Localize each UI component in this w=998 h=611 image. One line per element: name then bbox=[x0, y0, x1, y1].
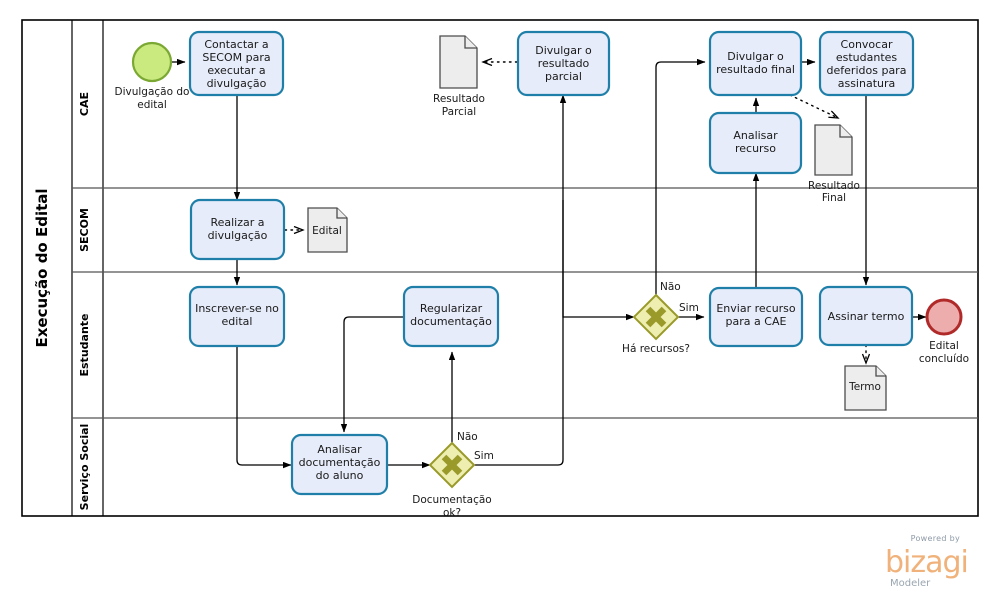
task-regularizar-box[interactable] bbox=[402, 285, 500, 348]
start-event-divulgacao-edital[interactable]: Divulgação do edital bbox=[115, 41, 190, 111]
lane-title-cae: CAE bbox=[78, 92, 91, 116]
task-divulgar-parcial-line3: parcial bbox=[545, 70, 582, 83]
gateway-ha-recursos[interactable]: Há recursos? Não Sim bbox=[622, 281, 699, 355]
pool-container: Execução do Edital CAE SECOM Estudante S… bbox=[21, 19, 979, 517]
task-contactar-secom-line2: SECOM para bbox=[202, 51, 270, 64]
task-analisar-doc-line3: do aluno bbox=[316, 469, 364, 482]
task-analisar-doc-line2: documentação bbox=[299, 456, 381, 469]
end-event-label-line2: concluído bbox=[919, 353, 969, 365]
task-contactar-secom[interactable]: Contactar a SECOM para executar a divulg… bbox=[188, 30, 285, 97]
task-divulgar-final-box[interactable] bbox=[708, 30, 803, 97]
task-realizar-line1: Realizar a bbox=[210, 216, 264, 229]
task-inscrever-se-no-edital[interactable]: Inscrever-se no edital bbox=[188, 285, 286, 348]
end-event-label-line1: Edital bbox=[929, 340, 959, 352]
pool-frame bbox=[21, 19, 979, 517]
task-regularizar-documentacao[interactable]: Regularizar documentação bbox=[402, 285, 500, 348]
task-enviar-recurso-cae[interactable]: Enviar recurso para a CAE bbox=[708, 286, 804, 348]
flow-label-recursos-sim: Sim bbox=[679, 302, 699, 314]
end-event-circle[interactable] bbox=[925, 298, 963, 336]
task-realizar-line2: divulgação bbox=[208, 229, 268, 242]
tasks: Contactar a SECOM para executar a divulg… bbox=[188, 30, 915, 496]
task-analisar-recurso-line2: recurso bbox=[735, 142, 776, 155]
start-event-label-line2: edital bbox=[137, 99, 167, 111]
flow-connections bbox=[171, 58, 927, 469]
task-convocar-line2: estudantes bbox=[836, 51, 898, 64]
flow-label-recursos-nao: Não bbox=[660, 281, 681, 293]
flow-label-documentacao-nao: Não bbox=[457, 431, 478, 443]
flow-gw-recursos-nao-to-divulgar-final bbox=[655, 58, 706, 296]
task-contactar-secom-line1: Contactar a bbox=[204, 38, 268, 51]
document-resultado-final-label-line1: Resultado bbox=[808, 180, 860, 192]
flow-regularizar-to-analisar-doc bbox=[340, 316, 403, 433]
lane-title-estudante: Estudante bbox=[78, 314, 91, 377]
gateways: Documentação ok? Não Sim Há recursos? Nã… bbox=[412, 281, 699, 519]
flow-inscrever-to-analisar-doc bbox=[236, 345, 292, 469]
task-analisar-doc-line1: Analisar bbox=[317, 443, 362, 456]
task-divulgar-parcial-box[interactable] bbox=[516, 30, 611, 97]
task-regularizar-line2: documentação bbox=[410, 315, 492, 328]
flow-gw-doc-sim-to-divulgar-parcial bbox=[474, 94, 567, 466]
lane-title-secom: SECOM bbox=[78, 208, 91, 252]
branding-powered-by: Powered by bbox=[911, 534, 960, 543]
flow-label-documentacao-sim: Sim bbox=[474, 450, 494, 462]
start-event-label-line1: Divulgação do bbox=[115, 86, 190, 98]
task-convocar-estudantes-box[interactable] bbox=[818, 30, 915, 97]
document-resultado-final-label-line2: Final bbox=[822, 192, 846, 204]
document-termo: Termo bbox=[844, 365, 887, 411]
document-resultado-final: Resultado Final bbox=[808, 124, 860, 204]
gateway-ha-recursos-x-icon-2 bbox=[645, 306, 667, 328]
task-assinar-termo[interactable]: Assinar termo bbox=[818, 285, 914, 347]
document-edital-label: Edital bbox=[312, 225, 342, 237]
flow-divulgar-parcial-to-gw-recursos bbox=[562, 200, 635, 321]
branding-modeler-sub: Modeler bbox=[890, 578, 931, 589]
gateway-ha-recursos-label-line1: Há recursos? bbox=[622, 343, 690, 355]
task-contactar-secom-line4: divulgação bbox=[207, 77, 267, 90]
task-enviar-recurso-box[interactable] bbox=[708, 286, 804, 348]
task-inscrever-se-box[interactable] bbox=[188, 285, 286, 348]
task-inscrever-line2: edital bbox=[222, 315, 253, 328]
document-resultado-parcial-label-line2: Parcial bbox=[442, 106, 476, 118]
task-divulgar-parcial-line2: resultado bbox=[538, 57, 590, 70]
lane-title-servico-social: Serviço Social bbox=[78, 424, 91, 511]
task-contactar-secom-line3: executar a bbox=[207, 64, 265, 77]
task-enviar-recurso-line2: para a CAE bbox=[726, 315, 787, 328]
task-analisar-recurso[interactable]: Analisar recurso bbox=[708, 111, 803, 175]
task-divulgar-parcial-line1: Divulgar o bbox=[535, 44, 592, 57]
task-convocar-line4: assinatura bbox=[838, 77, 896, 90]
branding-bizagi-name: bizagi bbox=[885, 545, 968, 580]
task-assinar-termo-box[interactable] bbox=[818, 285, 914, 347]
task-convocar-line3: deferidos para bbox=[827, 64, 907, 77]
task-convocar-estudantes[interactable]: Convocar estudantes deferidos para assin… bbox=[818, 30, 915, 97]
gateway-documentacao-x-icon-2 bbox=[441, 454, 463, 476]
task-inscrever-line1: Inscrever-se no bbox=[195, 302, 279, 315]
events: Divulgação do edital Edital concluído bbox=[115, 41, 969, 365]
task-analisar-recurso-line1: Analisar bbox=[733, 129, 778, 142]
task-divulgar-resultado-parcial[interactable]: Divulgar o resultado parcial bbox=[516, 30, 611, 97]
task-realizar-divulgacao-box[interactable] bbox=[189, 198, 286, 261]
end-event-edital-concluido[interactable]: Edital concluído bbox=[919, 298, 969, 365]
task-divulgar-final-line2: resultado final bbox=[716, 63, 795, 76]
task-assinar-termo-line1: Assinar termo bbox=[828, 310, 905, 323]
task-realizar-divulgacao[interactable]: Realizar a divulgação bbox=[189, 198, 286, 261]
gateway-documentacao-ok[interactable]: Documentação ok? Não Sim bbox=[412, 431, 494, 519]
task-divulgar-final-line1: Divulgar o bbox=[727, 50, 784, 63]
document-resultado-parcial-label-line1: Resultado bbox=[433, 93, 485, 105]
gateway-documentacao-label-line1: Documentação bbox=[412, 494, 491, 506]
task-analisar-documentacao-aluno[interactable]: Analisar documentação do aluno bbox=[290, 433, 389, 496]
task-analisar-recurso-box[interactable] bbox=[708, 111, 803, 175]
task-analisar-doc-aluno-box[interactable] bbox=[290, 433, 389, 496]
document-termo-label: Termo bbox=[848, 381, 881, 393]
gateway-documentacao-label-line2: ok? bbox=[443, 507, 461, 519]
document-artifacts: Edital Resultado Parcial Resultado Final… bbox=[307, 35, 887, 411]
document-edital: Edital bbox=[307, 207, 348, 253]
task-contactar-secom-box[interactable] bbox=[188, 30, 285, 97]
task-convocar-line1: Convocar bbox=[841, 38, 893, 51]
task-enviar-recurso-line1: Enviar recurso bbox=[716, 302, 796, 315]
pool-title: Execução do Edital bbox=[33, 188, 51, 347]
start-event-circle[interactable] bbox=[131, 41, 173, 83]
task-divulgar-resultado-final[interactable]: Divulgar o resultado final bbox=[708, 30, 803, 97]
task-regularizar-line1: Regularizar bbox=[420, 302, 483, 315]
bizagi-branding: Powered by bizagi Modeler bbox=[885, 534, 969, 589]
document-resultado-parcial: Resultado Parcial bbox=[433, 35, 485, 118]
